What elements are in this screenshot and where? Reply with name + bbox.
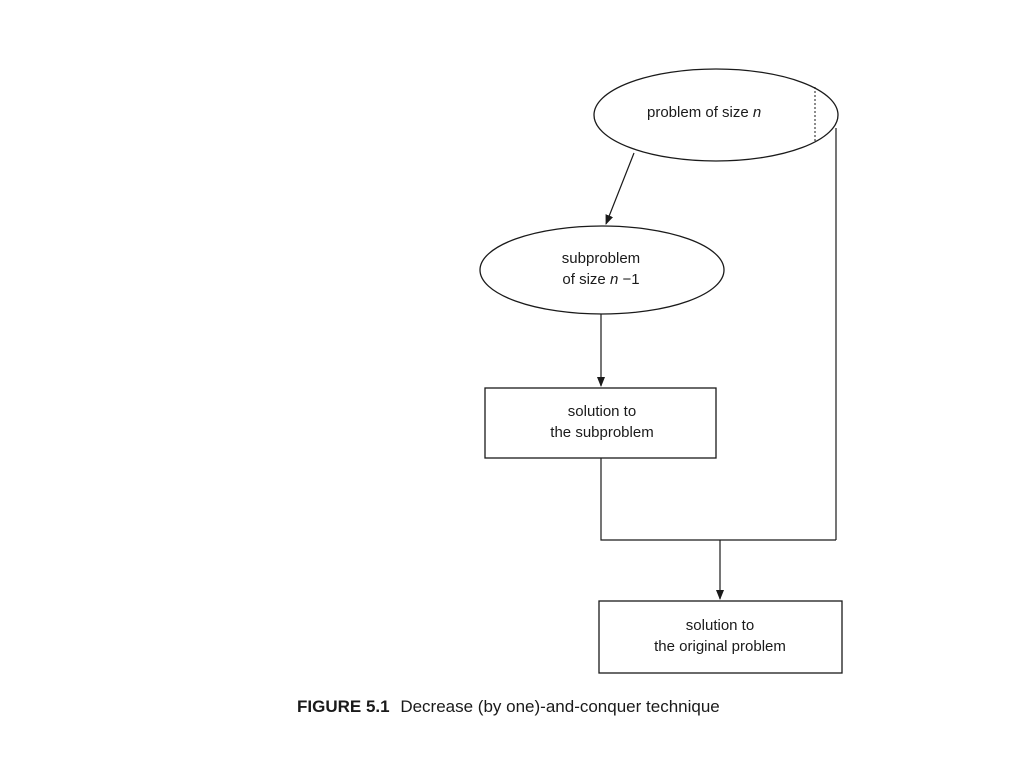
solution-subproblem-line1: solution to (568, 403, 636, 420)
solution-original-box (598, 600, 843, 674)
figure-number: FIGURE 5.1 (297, 697, 390, 716)
solution-subproblem-line2: the subproblem (550, 424, 653, 441)
solution-subproblem-box (484, 387, 717, 459)
connector-subsolution-merge (600, 458, 836, 541)
figure-caption: FIGURE 5.1 Decrease (by one)-and-conquer… (297, 697, 720, 717)
solution-original-node: solution to the original problem (598, 600, 843, 674)
solution-original-line1: solution to (686, 617, 754, 634)
solution-original-line2: the original problem (654, 638, 786, 655)
problem-node: problem of size n (593, 68, 839, 162)
problem-ellipse (593, 68, 839, 162)
subproblem-label-line2: of size n −1 (562, 271, 639, 288)
arrow-problem-to-subproblem (605, 152, 635, 225)
solution-subproblem-node: solution to the subproblem (484, 387, 717, 459)
subproblem-label-line1: subproblem (562, 250, 640, 267)
problem-label: problem of size n (647, 104, 761, 121)
subproblem-node: subproblem of size n −1 (479, 225, 725, 315)
subproblem-ellipse (479, 225, 725, 315)
figure-title: Decrease (by one)-and-conquer technique (400, 697, 720, 716)
